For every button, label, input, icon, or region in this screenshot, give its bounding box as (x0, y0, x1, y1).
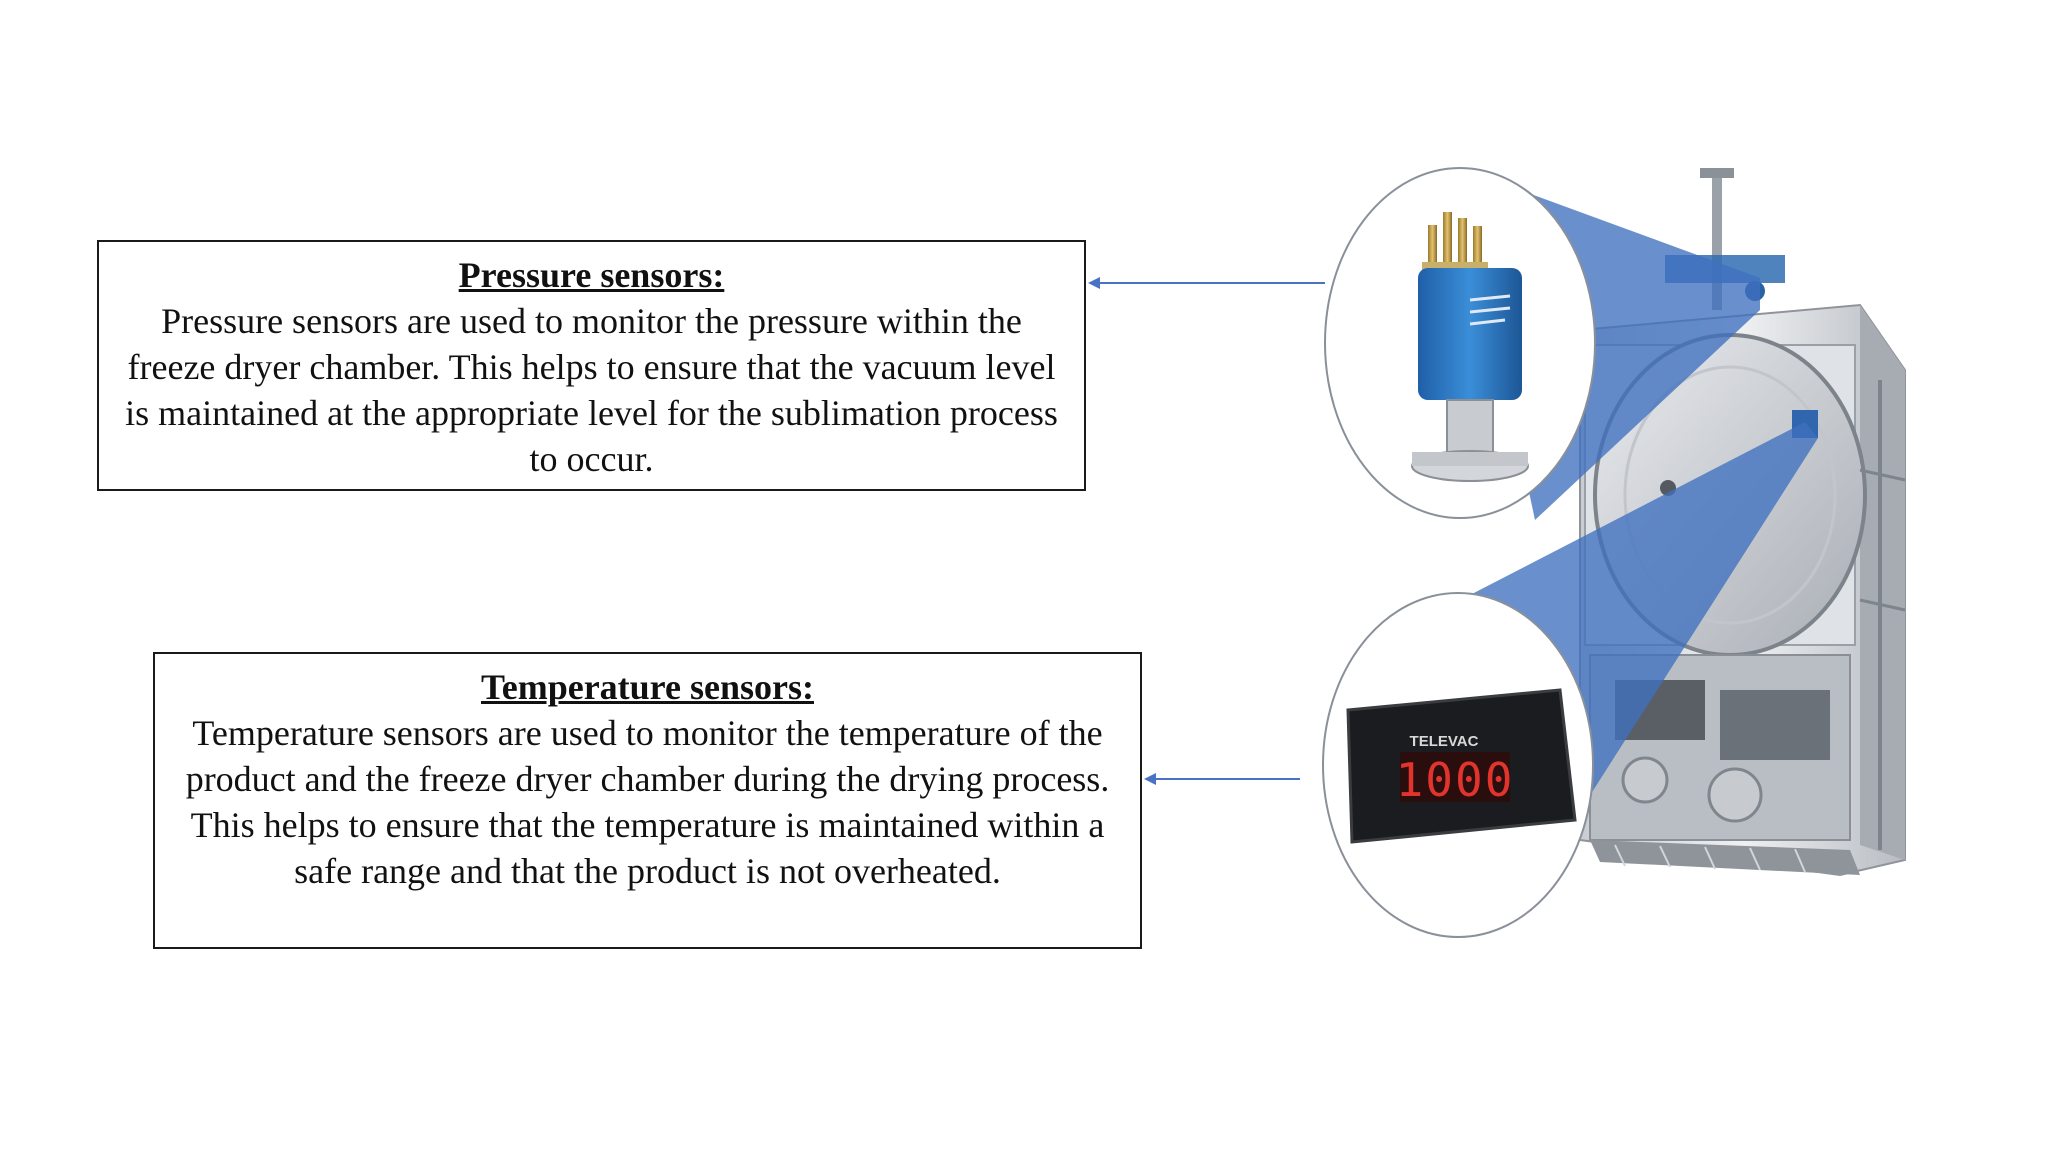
pressure-sensors-description: Pressure sensors are used to monitor the… (125, 301, 1058, 479)
display-reading-text: 1000 (1396, 753, 1515, 807)
temperature-sensors-heading: Temperature sensors: (481, 667, 814, 707)
pressure-sensor-icon (1411, 212, 1529, 482)
temperature-display-zoom: TELEVAC 1000 (1322, 592, 1594, 938)
display-brand-text: TELEVAC (1410, 733, 1479, 750)
pressure-sensor-zoom (1324, 167, 1596, 519)
pressure-sensors-callout: Pressure sensors: Pressure sensors are u… (97, 240, 1086, 491)
temperature-sensors-callout: Temperature sensors: Temperature sensors… (153, 652, 1142, 949)
temperature-display-icon: TELEVAC 1000 (1346, 688, 1577, 844)
pressure-sensors-heading: Pressure sensors: (458, 255, 725, 295)
temperature-sensors-description: Temperature sensors are used to monitor … (185, 713, 1110, 891)
